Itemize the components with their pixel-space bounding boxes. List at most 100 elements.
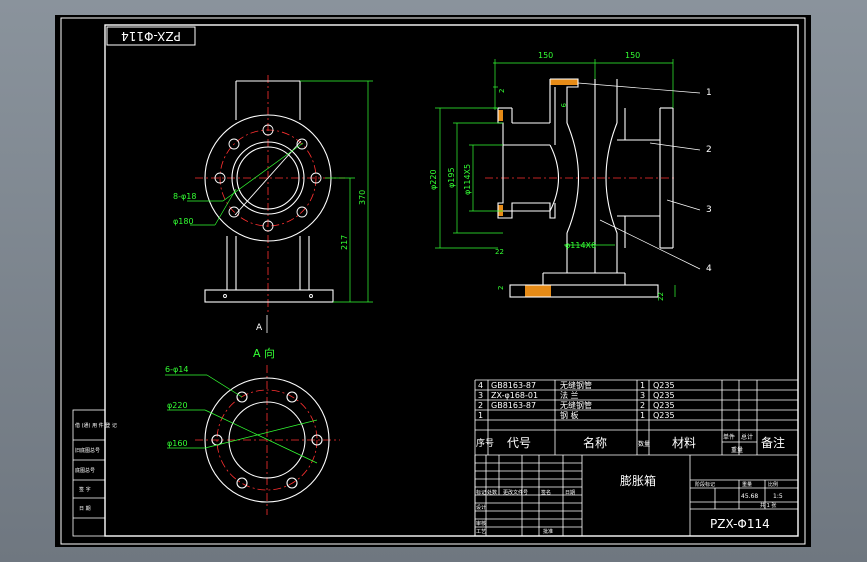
dim-front-bolts: 8-φ18 [173,192,196,201]
section-hatch [498,79,578,297]
bom-header-qty: 数量 [638,440,650,448]
dim-d-pipe: φ114X5 [463,164,472,195]
drawing-number: PZX-Φ114 [710,517,770,531]
dim-height: 370 [358,190,367,205]
dim-t-flange: 22 [495,248,504,256]
bom-table [474,379,798,536]
balloon-1: 1 [706,88,712,98]
title-tag: PZX-Φ114 [121,29,181,43]
balloon-2: 2 [706,145,712,155]
tb-label-count: 处数 [487,489,497,496]
bom-row-name: 无缝钢管 [560,400,592,410]
tb-label-process: 工艺 [476,529,486,535]
bom-row-name: 钢 板 [560,410,579,420]
inner-frame [104,24,799,537]
strip-item-1: 借 (通) 用 件 登 记 [75,422,117,429]
section-dim-lines [435,59,676,297]
section-view: 150 150 φ220 φ195 φ114X5 φ114X6 9 2 22 2… [429,51,712,301]
bom-row-name: 无缝钢管 [560,380,592,390]
title-block-text: 标记 处数 更改文件号 签名 日期 设计 审核 工艺 批准 膨胀箱 阶段标记 重… [476,473,783,535]
bom-row-name: 法 兰 [560,390,579,400]
bom-row-no: 1 [478,411,483,420]
bom-row-mat: Q235 [653,401,675,410]
section-outline [497,78,674,298]
front-dim-lines [187,80,373,303]
strip-item-2: 旧底图总号 [75,447,100,454]
section-leaders [577,82,701,270]
bom-header-weight: 重量 [731,446,743,454]
drawing-sheet: 借 (通) 用 件 登 记 旧底图总号 底图总号 签 字 日 期 PZX-Φ11… [55,15,811,547]
balloon-3: 3 [706,205,712,215]
bom-row-code: GB8163-87 [491,381,536,390]
strip-item-5: 日 期 [79,506,91,512]
a-view-label: A 向 [253,346,275,360]
a-view-body [204,377,330,503]
dim-w-left: 150 [538,51,553,60]
tb-scale: 1:5 [773,493,783,500]
bom-row-no: 2 [478,401,483,410]
tb-stage-label: 阶段标记 [695,481,715,488]
dim-d-mid: φ195 [447,167,456,188]
tb-label-date: 日期 [565,490,575,496]
tb-label-approve: 批准 [543,528,553,535]
tb-scale-label: 比例 [768,481,778,488]
tb-label-mark: 标记 [476,489,486,496]
tb-sheet: 共 1 张 [760,502,776,509]
bom-header-code: 代号 [507,436,531,450]
section-mark: A [256,323,263,333]
tb-label-design: 设计 [476,504,486,511]
bom-header-name: 名称 [583,435,607,450]
bom-rows: 4 GB8163-87 无缝钢管 1 Q235 3 ZX-φ168-01 法 兰… [478,380,675,420]
bom-header: 序号 代号 名称 数量 材料 单件 总计 重量 备注 [476,433,785,454]
bom-row-mat: Q235 [653,391,675,400]
bom-header-no: 序号 [476,437,494,449]
dim-t-left: 2 [498,89,506,93]
tb-label-change: 更改文件号 [503,489,528,496]
bom-header-remark: 备注 [761,435,785,450]
dim-t-base: 22 [657,292,665,301]
tb-label-review: 审核 [476,520,486,527]
bom-row-qty: 2 [640,401,645,410]
dim-d-outer: φ220 [429,169,438,190]
title-tag-box [106,26,196,46]
bom-header-unit-w: 单件 [723,433,735,441]
dim-t-bottom: 2 [497,286,505,290]
front-centerlines [195,75,345,315]
bom-row-no: 3 [478,391,483,400]
a-view: 6-φ14 φ220 φ160 [165,365,340,515]
front-view: 370 217 8-φ18 φ180 A A 向 [173,75,373,360]
bom-row-qty: 1 [640,411,645,420]
outer-frame [60,17,806,545]
dim-w-right: 150 [625,51,640,60]
tb-label-sign: 签名 [541,489,551,496]
dim-a-pcd: φ160 [167,439,188,448]
a-view-dim-lines [165,374,318,464]
title-block [474,455,798,536]
bom-row-code: ZX-φ168-01 [491,391,538,400]
dim-a-bolts: 6-φ14 [165,365,188,374]
drawing-canvas: 借 (通) 用 件 登 记 旧底图总号 底图总号 签 字 日 期 PZX-Φ11… [60,17,806,545]
bom-row-qty: 1 [640,381,645,390]
dim-front-pcd: φ180 [173,217,194,226]
bom-row-mat: Q235 [653,411,675,420]
bom-row-qty: 3 [640,391,645,400]
strip-item-4: 签 字 [79,486,91,493]
tb-weight-label: 重量 [742,481,752,488]
dim-t-top: 9 [559,103,567,107]
front-body [204,80,334,303]
dim-d-main: φ114X6 [565,241,596,250]
strip-item-3: 底图总号 [75,467,95,474]
drawing-name: 膨胀箱 [620,473,656,488]
bom-row-code: GB8163-87 [491,401,536,410]
bom-row-no: 4 [478,381,483,390]
front-bolt-holes [214,124,322,298]
a-view-centerlines [195,365,340,515]
bom-row-mat: Q235 [653,381,675,390]
bom-header-total-w: 总计 [741,433,753,441]
tb-mass: 45.68 [741,493,758,500]
left-strip [72,409,106,537]
bom-header-mat: 材料 [672,436,696,450]
dim-a-outer: φ220 [167,401,188,410]
balloon-4: 4 [706,264,712,274]
